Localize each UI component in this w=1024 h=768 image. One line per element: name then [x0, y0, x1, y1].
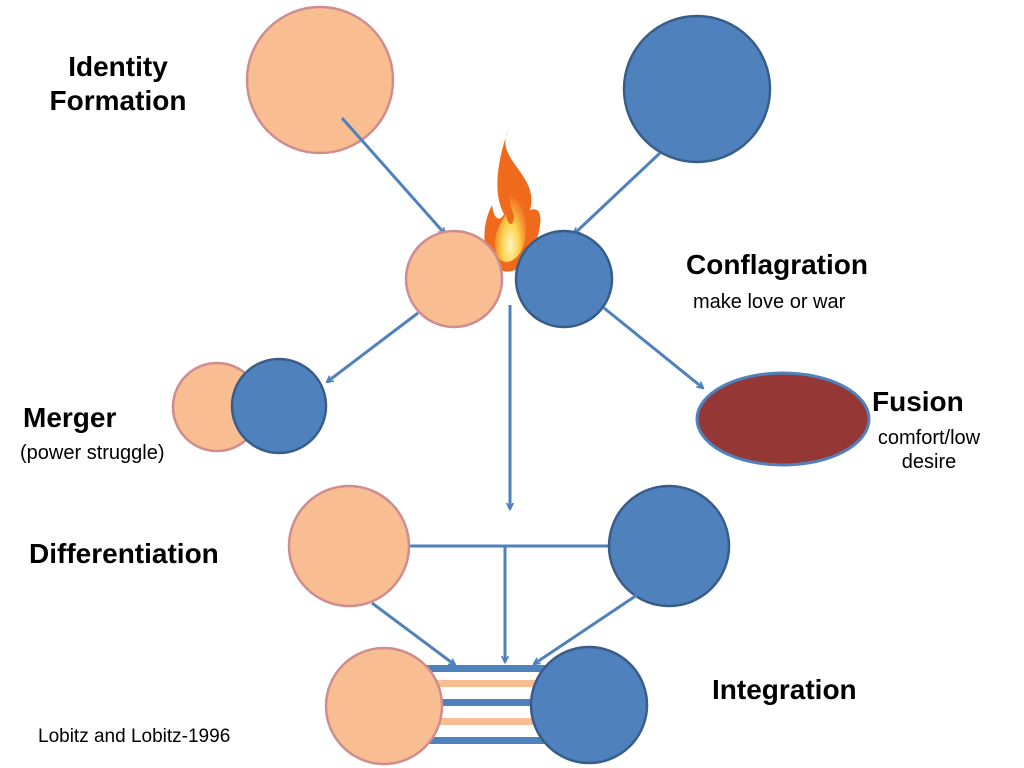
merger-label: Merger — [23, 402, 117, 433]
flame-icon — [484, 130, 541, 272]
merger-subtitle: (power struggle) — [20, 442, 165, 464]
integration-stripe — [425, 718, 550, 725]
fusion-label: Fusion — [872, 386, 964, 417]
integration-stripe — [425, 737, 550, 744]
fusion-subtitle: comfort/low desire — [877, 427, 981, 473]
arrow-conflagration-to-fusion — [603, 306, 703, 388]
integration-circle-blue — [529, 645, 649, 765]
integration-stripe — [425, 680, 550, 687]
fusion-ellipse — [695, 371, 871, 467]
identity-circle-blue — [622, 14, 772, 164]
conflagration-circle-blue — [514, 229, 614, 329]
merger-circle-blue — [230, 357, 328, 455]
citation-label: Lobitz and Lobitz-1996 — [38, 726, 231, 747]
integration-circle-peach — [324, 646, 444, 766]
identity-circle-peach — [245, 5, 395, 155]
differentiation-circle-blue — [607, 484, 731, 608]
integration-stripe — [425, 699, 550, 706]
arrow-identity-peach-to-conflagration — [340, 117, 445, 234]
arrow-identity-blue-to-conflagration — [574, 151, 662, 234]
conflagration-label: Conflagration — [686, 249, 868, 280]
identity-formation-label: Identity Formation — [49, 51, 187, 116]
integration-stripe — [425, 665, 550, 672]
differentiation-label: Differentiation — [29, 538, 219, 569]
arrow-conflagration-to-merger — [327, 311, 419, 382]
arrow-differentiation-peach-to-integration — [371, 601, 455, 665]
integration-stripes — [425, 665, 550, 744]
arrow-differentiation-blue-to-integration — [534, 593, 638, 664]
integration-label: Integration — [712, 674, 857, 705]
conflagration-circle-peach — [404, 229, 504, 329]
differentiation-circle-peach — [287, 484, 411, 608]
conflagration-subtitle: make love or war — [693, 291, 846, 313]
